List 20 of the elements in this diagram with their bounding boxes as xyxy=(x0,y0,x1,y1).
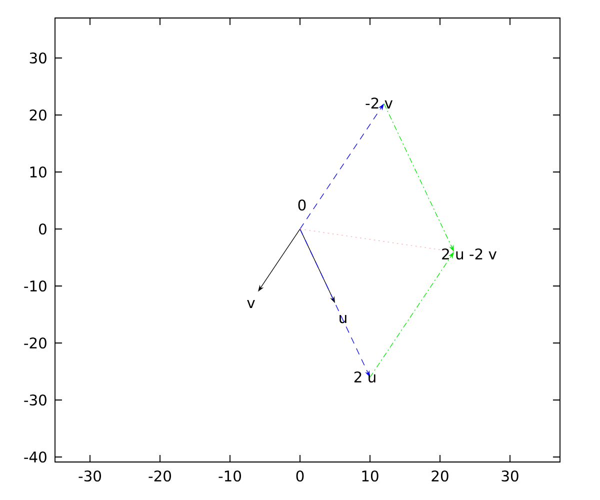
tick-label: -20 xyxy=(24,337,46,349)
tick-label: 0 xyxy=(39,223,46,235)
tick-label: 10 xyxy=(362,470,378,482)
tick-label: 20 xyxy=(30,109,46,121)
tick-label: 30 xyxy=(30,52,46,64)
tick-label: -10 xyxy=(218,470,241,482)
tick-label: -30 xyxy=(78,470,101,482)
point-label: 2 u -2 v xyxy=(442,248,496,260)
point-label: v xyxy=(247,300,255,308)
tick-label: -20 xyxy=(148,470,171,482)
tick-label: -10 xyxy=(24,280,46,292)
tick-label: -30 xyxy=(24,394,46,406)
tick-label: 0 xyxy=(296,470,304,482)
point-label: 2 u xyxy=(354,371,376,383)
tick-label: 20 xyxy=(432,470,448,482)
tick-label: 10 xyxy=(30,166,46,178)
tick-label: -40 xyxy=(24,451,46,463)
tick-label: 30 xyxy=(502,470,518,482)
point-label: 0 xyxy=(298,199,306,211)
point-label: -2 v xyxy=(366,98,393,108)
